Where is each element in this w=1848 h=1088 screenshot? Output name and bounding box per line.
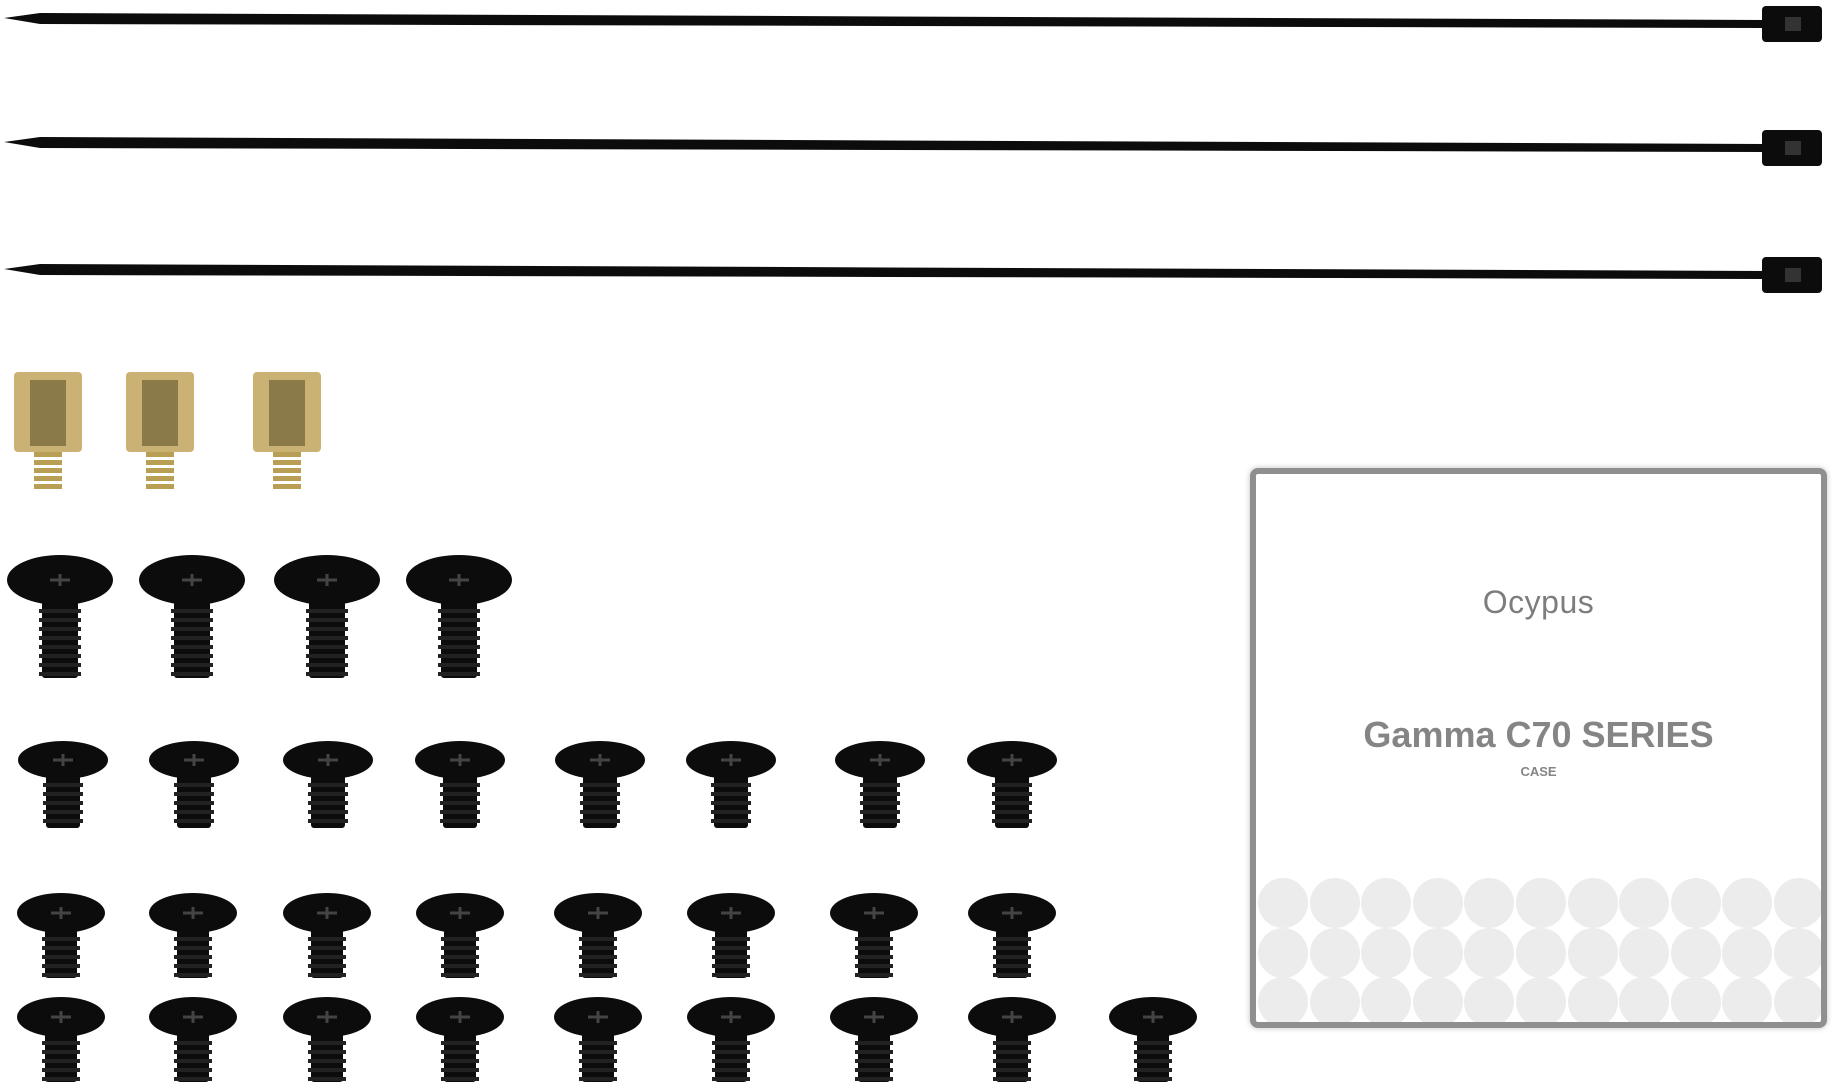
dot [1412, 977, 1463, 1022]
dot [1722, 927, 1773, 978]
brand-logo: Ocypus [1482, 584, 1595, 620]
manual-title: Gamma C70 SERIES [1363, 714, 1714, 755]
dot [1567, 927, 1618, 978]
medium-screw [283, 741, 373, 828]
dot [1258, 878, 1308, 928]
large-screw [7, 555, 113, 678]
dot [1773, 977, 1821, 1022]
dot [1619, 878, 1670, 928]
dot [1722, 977, 1773, 1022]
small-screw [830, 893, 918, 978]
small-screw [687, 893, 775, 978]
dot [1361, 977, 1412, 1022]
large-screw [406, 555, 512, 678]
dot [1670, 977, 1721, 1022]
brass-standoff [253, 372, 321, 489]
dot [1309, 927, 1360, 978]
dot [1722, 878, 1773, 928]
dot [1412, 927, 1463, 978]
dot [1619, 977, 1670, 1022]
dot [1361, 878, 1412, 928]
dot [1619, 927, 1670, 978]
dot [1412, 878, 1463, 928]
small-screw [17, 893, 105, 978]
dot [1464, 927, 1515, 978]
small-screw [283, 893, 371, 978]
dot [1309, 878, 1360, 928]
medium-screw [415, 741, 505, 828]
small-screw [416, 893, 504, 978]
brass-standoff [126, 372, 194, 489]
dot [1464, 977, 1515, 1022]
small-screw [554, 997, 642, 1082]
medium-screw [835, 741, 925, 828]
small-screw [149, 893, 237, 978]
dot [1515, 878, 1566, 928]
dot [1515, 977, 1566, 1022]
dot [1670, 878, 1721, 928]
small-screw [968, 997, 1056, 1082]
small-screw [283, 997, 371, 1082]
dot [1567, 878, 1618, 928]
small-screw [687, 997, 775, 1082]
dot [1670, 927, 1721, 978]
dot [1258, 927, 1308, 978]
cable-tie [4, 6, 1822, 42]
manual-subtitle: CASE [1520, 764, 1557, 779]
dot [1773, 878, 1821, 928]
dot [1309, 977, 1360, 1022]
cable-tie [4, 130, 1822, 166]
dot [1258, 977, 1308, 1022]
large-screw [274, 555, 380, 678]
small-screw [554, 893, 642, 978]
user-manual: Ocypus Gamma C70 SERIES CASE [1250, 468, 1827, 1028]
dot [1515, 927, 1566, 978]
dot [1567, 977, 1618, 1022]
medium-screw [18, 741, 108, 828]
medium-screw [555, 741, 645, 828]
small-screw [416, 997, 504, 1082]
small-screw [968, 893, 1056, 978]
dot [1361, 927, 1412, 978]
small-screw [17, 997, 105, 1082]
small-screw [1109, 997, 1197, 1082]
dot [1464, 878, 1515, 928]
small-screw [149, 997, 237, 1082]
medium-screw [686, 741, 776, 828]
dot-pattern [1258, 878, 1821, 1022]
medium-screw [967, 741, 1057, 828]
cable-tie [4, 257, 1822, 293]
small-screw [830, 997, 918, 1082]
dot [1773, 927, 1821, 978]
brass-standoff [14, 372, 82, 489]
large-screw [139, 555, 245, 678]
medium-screw [149, 741, 239, 828]
